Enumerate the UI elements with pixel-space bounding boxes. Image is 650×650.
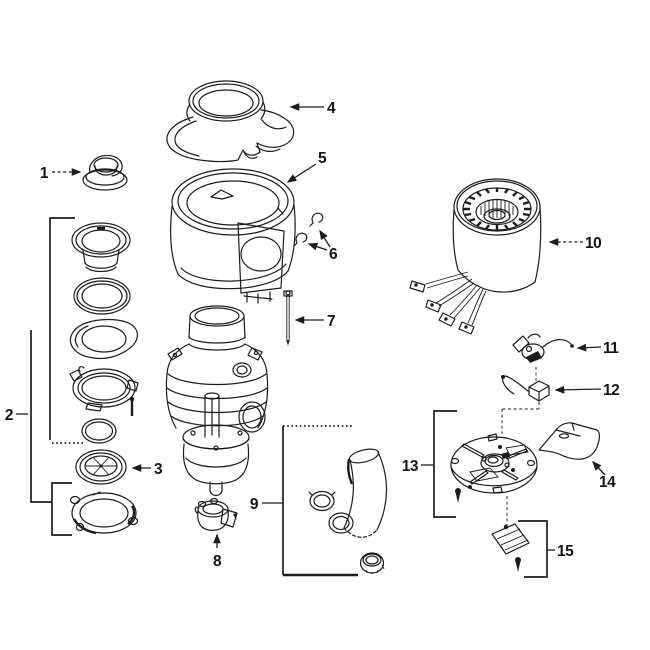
callout-11-label: 11 (603, 340, 619, 357)
bracket-2-lower (51, 482, 72, 536)
terminal-wire (502, 375, 529, 395)
callout-9: 9 (250, 496, 283, 513)
callout-7: 7 (294, 313, 336, 330)
shredder-wedge (538, 422, 600, 460)
callout-14-label: 14 (599, 474, 616, 491)
mounting-bolt (283, 290, 293, 346)
callout-6-label: 6 (329, 246, 338, 263)
callout-10-label: 10 (585, 235, 601, 252)
upper-mounting-ring (69, 366, 139, 416)
callout-1-label: 1 (40, 165, 49, 182)
callout-3-label: 3 (154, 461, 163, 478)
mounting-clips (293, 212, 324, 247)
assembly-connector-dashes (501, 367, 540, 525)
bracket-13 (433, 410, 457, 518)
bracket-15 (518, 520, 548, 578)
turntable (450, 433, 538, 494)
turntable-assembly (433, 410, 538, 518)
cover-vent-mark (210, 189, 234, 200)
callout-12: 12 (554, 382, 620, 399)
motor-wires (409, 271, 487, 335)
bracket-2-upper (49, 217, 75, 440)
callout-14: 14 (592, 460, 617, 491)
wedge-kit (491, 520, 548, 578)
overload-wire (542, 339, 573, 348)
callout-2-label: 2 (5, 407, 13, 424)
housing-side-panel (237, 222, 285, 294)
callout-1: 1 (40, 165, 82, 182)
stator-laminations (463, 188, 531, 230)
callout-9-label: 9 (250, 496, 259, 513)
callout-8-label: 8 (213, 553, 222, 570)
callout-3: 3 (131, 461, 164, 478)
callout-13-label: 13 (402, 458, 419, 475)
discharge-elbow-kit (282, 425, 388, 577)
discharge-port (238, 401, 266, 433)
callout-7-label: 7 (327, 313, 335, 330)
bracket-2-main (30, 330, 52, 503)
callout-5: 5 (286, 150, 328, 183)
upper-housing-cover (170, 168, 296, 304)
triangular-mounting-gasket (69, 318, 138, 360)
motor-stator (409, 178, 542, 335)
upper-side-boss (232, 362, 252, 378)
turntable-screw (455, 488, 461, 503)
overload-protector (512, 333, 574, 363)
sink-mounting-assembly (30, 217, 139, 536)
grind-chamber-body (165, 305, 269, 497)
callout-8: 8 (213, 533, 222, 570)
callout-13: 13 (402, 458, 433, 475)
wedge-15 (491, 523, 530, 555)
terminal-block (501, 375, 550, 402)
discharge-elbow (343, 448, 388, 538)
elbow-flange-ring-2 (328, 512, 354, 534)
callout-15: 15 (547, 543, 575, 560)
callout-11: 11 (576, 340, 620, 357)
callout-4-label: 4 (327, 100, 336, 117)
callout-15-label: 15 (557, 543, 574, 560)
callouts: 1 2 3 4 5 6 7 8 (5, 100, 620, 570)
splash-guard (75, 449, 127, 485)
callout-10: 10 (548, 235, 602, 252)
callout-2: 2 (5, 407, 28, 424)
hose-clamp (194, 497, 238, 531)
sink-stopper (82, 154, 128, 191)
elbow-flange-ring-1 (308, 490, 336, 512)
lower-support-ring (69, 491, 139, 535)
sink-flange-gasket (166, 80, 295, 163)
sink-flange-basket (71, 222, 131, 273)
callout-5-label: 5 (318, 150, 327, 167)
rubber-gasket-ring (73, 277, 131, 315)
callout-6: 6 (307, 229, 339, 263)
o-ring (81, 418, 117, 444)
elbow-ring-nut (359, 552, 385, 574)
callout-12-label: 12 (603, 382, 619, 399)
wedge-screw (515, 557, 521, 572)
callout-4: 4 (289, 100, 337, 117)
